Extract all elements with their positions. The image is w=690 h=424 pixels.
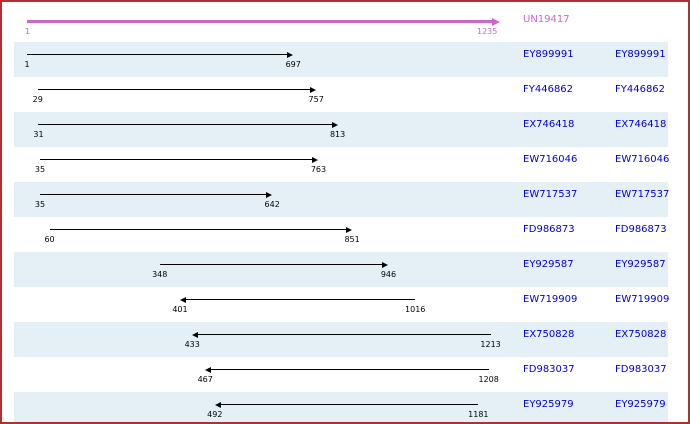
alignment-end-coordinate: 757 <box>308 95 324 104</box>
alignment-start-coordinate: 433 <box>184 340 200 349</box>
arrowhead-left-icon <box>192 331 199 338</box>
alignment-line <box>27 54 289 55</box>
table-row[interactable]: 35 642 EW717537 EW717537 <box>2 182 688 217</box>
accession-link-secondary[interactable]: EX750828 <box>615 329 667 340</box>
table-row[interactable]: 433 1213 EX750828 EX750828 <box>2 322 688 357</box>
table-row[interactable]: 1 697 EY899991 EY899991 <box>2 42 688 77</box>
row-stripe <box>14 322 668 357</box>
table-row[interactable]: 29 757 FY446862 FY446862 <box>2 77 688 112</box>
alignment-end-coordinate: 813 <box>329 130 346 139</box>
table-row[interactable]: 60 851 FD986873 FD986873 <box>2 217 688 252</box>
alignment-start-coordinate: 467 <box>197 375 213 384</box>
accession-link-secondary[interactable]: EW717537 <box>615 189 670 200</box>
row-stripe <box>14 392 668 422</box>
arrowhead-right-icon <box>312 156 319 163</box>
query-start-coordinate: 1 <box>25 27 31 36</box>
arrowhead-right-icon <box>287 51 294 58</box>
accession-link-secondary[interactable]: EY899991 <box>615 49 666 60</box>
row-stripe <box>14 182 668 217</box>
arrowhead-right-icon <box>266 191 273 198</box>
alignment-line <box>49 229 348 230</box>
accession-link-secondary[interactable]: FD983037 <box>615 364 667 375</box>
accession-link-secondary[interactable]: EY929587 <box>615 259 666 270</box>
arrowhead-right-icon <box>310 86 317 93</box>
row-stripe <box>14 112 668 147</box>
query-end-coordinate: 1235 <box>477 27 498 36</box>
alignment-line <box>184 299 416 300</box>
arrowhead-right-icon <box>331 121 338 128</box>
arrowhead-left-icon <box>214 401 221 408</box>
table-row[interactable]: 401 1016 EW719909 EW719909 <box>2 287 688 322</box>
accession-link-primary[interactable]: EX750828 <box>523 329 575 340</box>
alignment-line <box>37 89 312 90</box>
alignment-end-coordinate: 1213 <box>480 340 501 349</box>
alignment-end-coordinate: 1208 <box>478 375 499 384</box>
alignment-start-coordinate: 60 <box>44 235 55 244</box>
accession-link-primary[interactable]: FY446862 <box>523 84 574 95</box>
alignment-end-coordinate: 851 <box>344 235 360 244</box>
accession-link-secondary[interactable]: EX746418 <box>615 119 667 130</box>
alignment-line <box>219 404 479 405</box>
alignment-start-coordinate: 35 <box>34 200 46 209</box>
row-stripe <box>14 252 668 287</box>
accession-link-primary[interactable]: EW716046 <box>523 154 578 165</box>
alignment-end-coordinate: 697 <box>285 60 301 69</box>
alignment-start-coordinate: 29 <box>32 95 43 104</box>
table-row[interactable]: 492 1181 EY925979 EY925979 <box>2 392 688 422</box>
table-row[interactable]: 35 763 EW716046 EW716046 <box>2 147 688 182</box>
accession-link-secondary[interactable]: EW716046 <box>615 154 670 165</box>
query-name-label: UN19417 <box>523 14 570 25</box>
alignment-line <box>40 159 314 160</box>
alignment-end-coordinate: 1016 <box>405 305 426 314</box>
alignment-end-coordinate: 946 <box>380 270 397 279</box>
accession-link-primary[interactable]: EW719909 <box>523 294 578 305</box>
arrowhead-left-icon <box>205 366 212 373</box>
accession-link-secondary[interactable]: FY446862 <box>615 84 666 95</box>
alignment-end-coordinate: 763 <box>310 165 327 174</box>
alignment-line <box>210 369 489 370</box>
alignment-end-coordinate: 642 <box>264 200 280 209</box>
arrowhead-left-icon <box>179 296 186 303</box>
table-row[interactable]: 31 813 EX746418 EX746418 <box>2 112 688 147</box>
alignment-end-coordinate: 1181 <box>468 410 489 419</box>
table-row[interactable]: 467 1208 FD983037 FD983037 <box>2 357 688 392</box>
alignment-start-coordinate: 401 <box>172 305 188 314</box>
accession-link-primary[interactable]: EY925979 <box>523 399 574 410</box>
alignment-line <box>38 124 333 125</box>
accession-link-primary[interactable]: EX746418 <box>523 119 575 130</box>
alignment-start-coordinate: 35 <box>34 165 46 174</box>
alignment-line <box>197 334 491 335</box>
alignment-start-coordinate: 492 <box>207 410 223 419</box>
arrowhead-right-icon <box>382 261 389 268</box>
row-stripe <box>14 42 668 77</box>
accession-link-secondary[interactable]: EY925979 <box>615 399 666 410</box>
alignment-line <box>159 264 384 265</box>
accession-link-secondary[interactable]: FD986873 <box>615 224 667 235</box>
accession-link-primary[interactable]: FD983037 <box>523 364 575 375</box>
alignment-start-coordinate: 348 <box>152 270 168 279</box>
accession-link-primary[interactable]: EY899991 <box>523 49 574 60</box>
accession-link-primary[interactable]: EW717537 <box>523 189 578 200</box>
alignment-start-coordinate: 31 <box>33 130 44 139</box>
query-track-line <box>27 20 493 23</box>
accession-link-primary[interactable]: FD986873 <box>523 224 575 235</box>
query-track-arrowhead <box>492 17 500 26</box>
alignment-start-coordinate: 1 <box>24 60 30 69</box>
accession-link-secondary[interactable]: EW719909 <box>615 294 670 305</box>
arrowhead-right-icon <box>346 226 353 233</box>
table-row[interactable]: 348 946 EY929587 EY929587 <box>2 252 688 287</box>
accession-link-primary[interactable]: EY929587 <box>523 259 574 270</box>
alignment-line <box>40 194 268 195</box>
